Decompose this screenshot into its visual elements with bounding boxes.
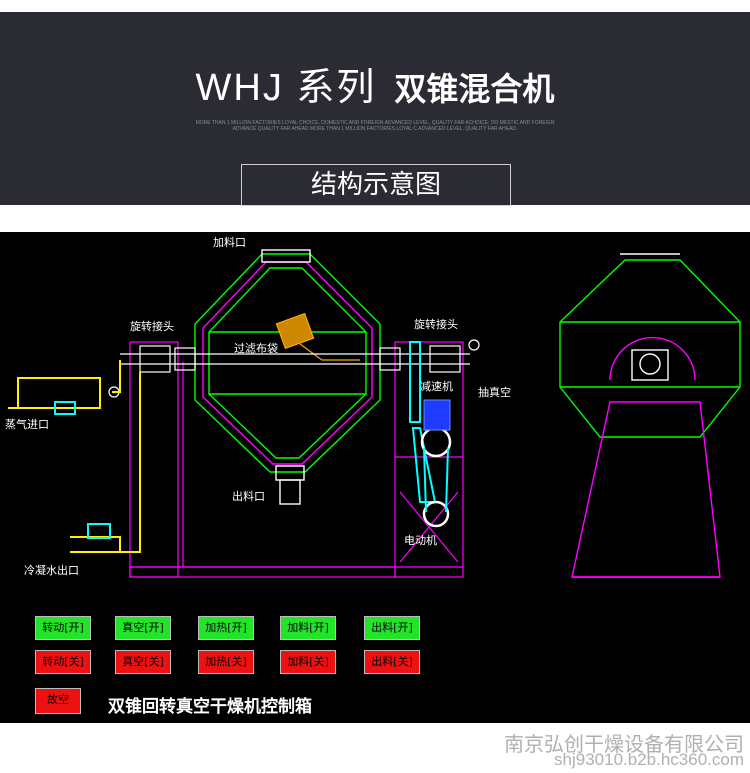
main-shaft: [108, 339, 480, 398]
label-discharge: 出料口: [232, 490, 265, 503]
filter-bag: [275, 312, 360, 361]
label-rotary-joint-left: 旋转接头: [130, 320, 174, 333]
discharge-off-button[interactable]: 出料[关]: [364, 650, 420, 674]
label-vacuum: 抽真空: [478, 386, 511, 399]
label-rotary-joint-right: 旋转接头: [414, 318, 458, 331]
company-name: 南京弘创干燥设备有限公司: [504, 734, 744, 756]
machine-drawing: [8, 249, 741, 578]
label-reducer: 减速机: [420, 380, 453, 393]
label-feed-inlet: 加料口: [213, 236, 246, 249]
company-url: shj93010.b2b.hc360.com: [554, 750, 744, 769]
heat-on-button[interactable]: 加热[开]: [198, 616, 254, 640]
left-stand: [129, 341, 396, 578]
header-banner: WHJ 系列双锥混合机 MORE THAN 1 MILLION FACTORIE…: [0, 12, 750, 206]
structure-diagram: 加料口 旋转接头 旋转接头 过滤布袋 减速机 抽真空 蒸气进口 出料口 电动机 …: [0, 232, 750, 723]
vacuum-off-button[interactable]: 真空[关]: [115, 650, 171, 674]
right-stand: [394, 341, 464, 578]
label-steam-inlet: 蒸气进口: [5, 418, 49, 431]
label-motor: 电动机: [404, 534, 437, 547]
label-filter-bag: 过滤布袋: [234, 342, 278, 355]
series-name: WHJ 系列: [195, 67, 377, 109]
control-box-title: 双锥回转真空干燥机控制箱: [108, 697, 312, 717]
label-condensate-outlet: 冷凝水出口: [24, 564, 79, 577]
vessel: [194, 249, 381, 505]
discharge-on-button[interactable]: 出料[开]: [364, 616, 420, 640]
reducer-body: [423, 399, 451, 431]
feed-off-button[interactable]: 加料[关]: [280, 650, 336, 674]
heat-off-button[interactable]: 加热[关]: [198, 650, 254, 674]
feed-on-button[interactable]: 加料[开]: [280, 616, 336, 640]
side-view: [559, 253, 741, 578]
steam-piping: [8, 360, 141, 553]
drive-train: [409, 341, 452, 528]
alarm-button[interactable]: 故空: [35, 688, 81, 714]
section-heading: 结构示意图: [241, 164, 511, 206]
product-name: 双锥混合机: [394, 70, 555, 108]
rotate-off-button[interactable]: 转动[关]: [35, 650, 91, 674]
page-title: WHJ 系列双锥混合机: [0, 56, 750, 111]
rotate-on-button[interactable]: 转动[开]: [35, 616, 91, 640]
vacuum-on-button[interactable]: 真空[开]: [115, 616, 171, 640]
tagline: MORE THAN 1 MILLION FACTORIES LOYAL CHOI…: [195, 120, 555, 132]
